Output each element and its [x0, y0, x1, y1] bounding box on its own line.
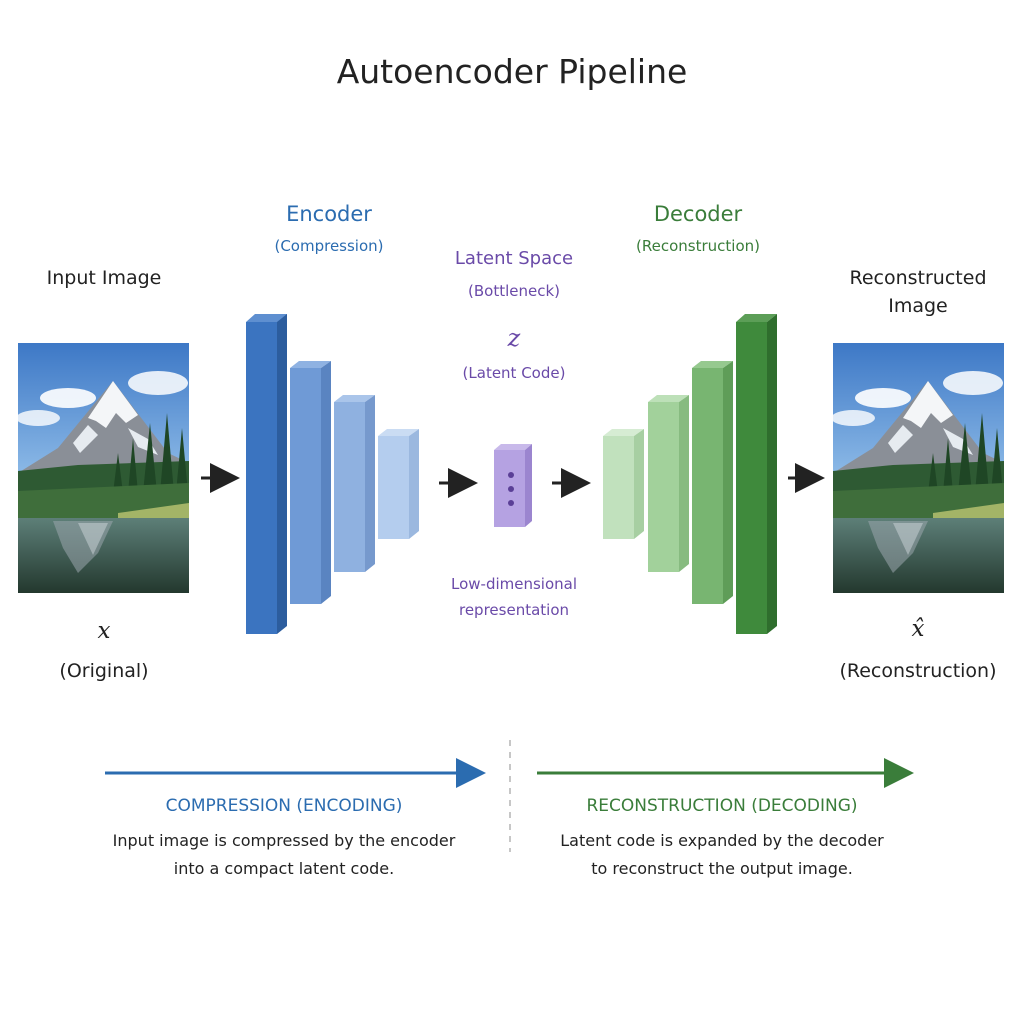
encoder-layer-4 [378, 429, 419, 539]
reconstruction-line2: to reconstruct the output image. [591, 859, 853, 878]
output-caption: (Reconstruction) [839, 660, 997, 682]
input-symbol: x [97, 618, 111, 644]
decoder-layer-1 [603, 429, 644, 539]
output-heading-line1: Reconstructed [849, 267, 987, 289]
latent-symbol-caption: (Latent Code) [462, 364, 566, 382]
input-caption: (Original) [59, 660, 149, 682]
decoder-layer-4 [736, 314, 777, 634]
reconstruction-line1: Latent code is expanded by the decoder [560, 831, 884, 850]
compression-line1: Input image is compressed by the encoder [112, 831, 456, 850]
compression-line2: into a compact latent code. [173, 859, 395, 878]
encoder-layer-2 [290, 361, 331, 604]
diagram-title: Autoencoder Pipeline [336, 52, 688, 91]
decoder-subheading: (Reconstruction) [636, 237, 760, 255]
decoder-layer-2 [648, 395, 689, 572]
latent-subheading: (Bottleneck) [468, 282, 560, 300]
encoder-layer-1 [246, 314, 287, 634]
latent-symbol: z [507, 324, 521, 352]
encoder-subheading: (Compression) [274, 237, 384, 255]
decoder-heading: Decoder [653, 202, 743, 226]
latent-note-line1: Low-dimensional [450, 575, 578, 593]
latent-note-line2: representation [458, 601, 570, 619]
output-heading-line2: Image [888, 295, 948, 317]
input-image-heading: Input Image [46, 267, 162, 289]
encoder-heading: Encoder [286, 202, 372, 226]
latent-heading: Latent Space [454, 248, 574, 269]
decoder-layer-3 [692, 361, 733, 604]
encoder-layer-3 [334, 395, 375, 572]
latent-block [494, 444, 532, 527]
output-symbol: x̂ [911, 616, 925, 642]
compression-heading: COMPRESSION (ENCODING) [165, 796, 403, 816]
reconstruction-heading: RECONSTRUCTION (DECODING) [586, 796, 858, 816]
reconstructed-image [831, 343, 1004, 593]
input-image [16, 343, 189, 593]
